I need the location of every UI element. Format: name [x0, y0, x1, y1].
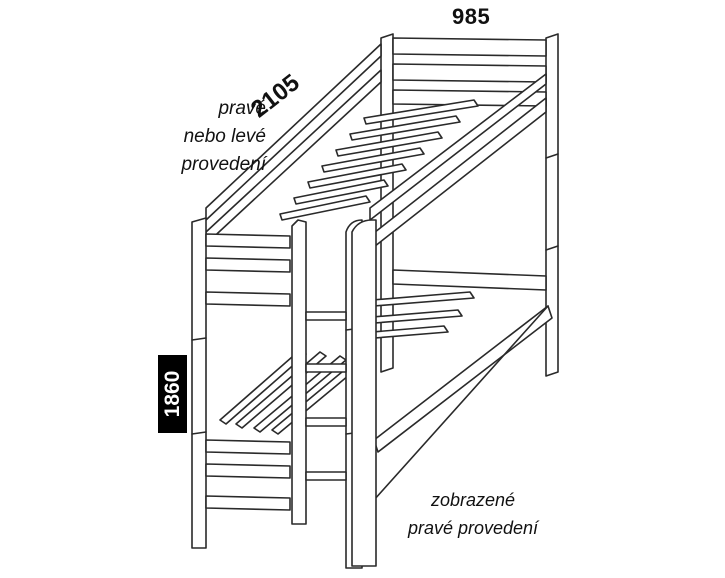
variant-note-line-2: nebo levé — [183, 126, 266, 147]
variant-note-left: pravé nebo levé provedení — [146, 95, 266, 179]
shown-variant-line-1: zobrazené — [430, 490, 516, 510]
shown-variant-line-2: pravé provedení — [407, 518, 539, 538]
variant-note-line-1: pravé — [218, 98, 266, 119]
upper-slats — [279, 99, 479, 221]
front-right-post — [351, 219, 377, 567]
width-dimension: 985 — [452, 4, 491, 29]
top-side-rails — [205, 43, 547, 251]
variant-note-right: zobrazené pravé provedení — [398, 486, 548, 542]
front-left-post — [191, 217, 207, 549]
front-end-rails — [205, 233, 291, 511]
back-right-post — [545, 33, 559, 377]
top-end-guard-rails — [392, 37, 547, 107]
variant-note-line-3: provedení — [181, 154, 266, 175]
height-dimension: 1860 — [160, 370, 184, 418]
height-dimension-badge: 1860 — [158, 355, 187, 433]
